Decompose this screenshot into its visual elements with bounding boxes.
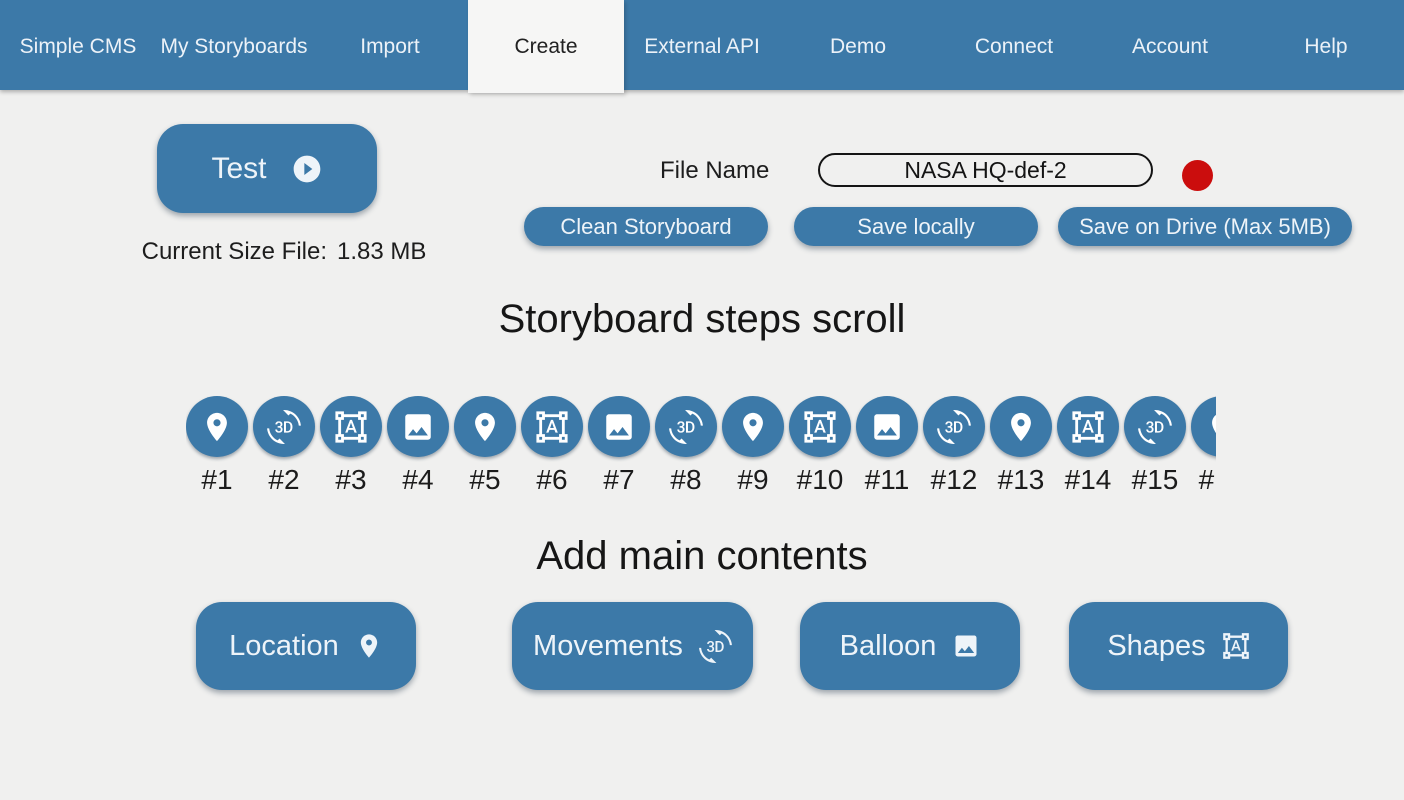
nav-item-import[interactable]: Import — [360, 34, 420, 58]
nav-item-connect[interactable]: Connect — [974, 34, 1054, 58]
3d-rotation-icon — [699, 630, 732, 663]
play-icon — [291, 153, 323, 185]
clean-storyboard-button[interactable]: Clean Storyboard — [524, 207, 768, 246]
step-label: #9 — [737, 464, 769, 495]
format-shapes-icon[interactable] — [789, 396, 851, 457]
current-size-text: Current Size File: 1.83 MB — [140, 238, 428, 266]
location-pin-icon[interactable] — [1191, 396, 1216, 457]
step-item: #9 — [722, 396, 784, 496]
step-label: #8 — [670, 464, 702, 495]
step-label: #11 — [864, 464, 910, 495]
record-icon — [1182, 160, 1213, 191]
save-locally-button[interactable]: Save locally — [794, 207, 1038, 246]
step-item: #6 — [521, 396, 583, 496]
format-shapes-icon — [1222, 632, 1250, 660]
3d-rotation-icon[interactable] — [923, 396, 985, 457]
image-icon[interactable] — [387, 396, 449, 457]
movements-button[interactable]: Movements — [512, 602, 753, 690]
step-item: #10 — [789, 396, 851, 496]
step-item: #7 — [588, 396, 650, 496]
test-button-label: Test — [211, 151, 267, 185]
storyboard-steps-title: Storyboard steps scroll — [498, 297, 906, 341]
file-name-label: File Name — [660, 157, 770, 184]
current-size-value: 1.83 MB — [337, 238, 427, 265]
3d-rotation-icon[interactable] — [655, 396, 717, 457]
step-item: #13 — [990, 396, 1052, 496]
step-item: #12 — [923, 396, 985, 496]
format-shapes-icon[interactable] — [521, 396, 583, 457]
format-shapes-icon[interactable] — [320, 396, 382, 457]
step-label: #7 — [603, 464, 635, 495]
location-button[interactable]: Location — [196, 602, 416, 690]
top-nav: Simple CMS My Storyboards Import Create … — [0, 0, 1404, 93]
shapes-button-label: Shapes — [1107, 629, 1206, 662]
image-icon[interactable] — [856, 396, 918, 457]
step-label: #5 — [469, 464, 501, 495]
nav-item-external-api[interactable]: External API — [644, 34, 760, 58]
step-item: #11 — [856, 396, 918, 496]
add-main-contents-title: Add main contents — [536, 534, 868, 578]
save-on-drive-button[interactable]: Save on Drive (Max 5MB) — [1058, 207, 1352, 246]
nav-item-create[interactable]: Create — [468, 0, 624, 93]
step-label: #4 — [402, 464, 434, 495]
movements-button-label: Movements — [533, 629, 683, 662]
format-shapes-icon[interactable] — [1057, 396, 1119, 457]
step-item: #16 — [1191, 396, 1216, 496]
step-label: #13 — [997, 464, 1045, 495]
step-label: #2 — [268, 464, 300, 495]
location-pin-icon[interactable] — [990, 396, 1052, 457]
balloon-button[interactable]: Balloon — [800, 602, 1020, 690]
current-size-label: Current Size File: — [141, 238, 327, 265]
step-item: #2 — [253, 396, 315, 496]
3d-rotation-icon[interactable] — [1124, 396, 1186, 457]
nav-item-account[interactable]: Account — [1132, 34, 1208, 58]
step-item: #15 — [1124, 396, 1186, 496]
storyboard-steps-scroller[interactable]: #1 #2 #3 #4 #5 #6 #7 #8 #9 #10 #11 — [186, 396, 1216, 496]
step-label: #10 — [796, 464, 844, 495]
location-pin-icon[interactable] — [722, 396, 784, 457]
step-item: #5 — [454, 396, 516, 496]
location-button-label: Location — [229, 629, 339, 662]
step-item: #3 — [320, 396, 382, 496]
location-pin-icon — [355, 632, 383, 660]
nav-item-help[interactable]: Help — [1304, 34, 1348, 58]
step-item: #1 — [186, 396, 248, 496]
step-label: #16 — [1198, 464, 1216, 495]
location-pin-icon[interactable] — [454, 396, 516, 457]
step-label: #6 — [536, 464, 568, 495]
step-label: #3 — [335, 464, 367, 495]
step-item: #4 — [387, 396, 449, 496]
step-label: #12 — [930, 464, 978, 495]
image-icon[interactable] — [588, 396, 650, 457]
step-item: #14 — [1057, 396, 1119, 496]
file-name-input[interactable] — [818, 153, 1153, 187]
step-label: #14 — [1064, 464, 1112, 495]
shapes-button[interactable]: Shapes — [1069, 602, 1288, 690]
nav-item-my-storyboards[interactable]: My Storyboards — [160, 34, 308, 58]
balloon-button-label: Balloon — [839, 629, 937, 662]
location-pin-icon[interactable] — [186, 396, 248, 457]
nav-item-simple-cms[interactable]: Simple CMS — [19, 34, 137, 58]
step-label: #1 — [201, 464, 233, 495]
step-item: #8 — [655, 396, 717, 496]
3d-rotation-icon[interactable] — [253, 396, 315, 457]
test-button[interactable]: Test — [157, 124, 377, 213]
image-icon — [952, 632, 980, 660]
nav-item-demo[interactable]: Demo — [829, 34, 887, 58]
step-label: #15 — [1131, 464, 1179, 495]
